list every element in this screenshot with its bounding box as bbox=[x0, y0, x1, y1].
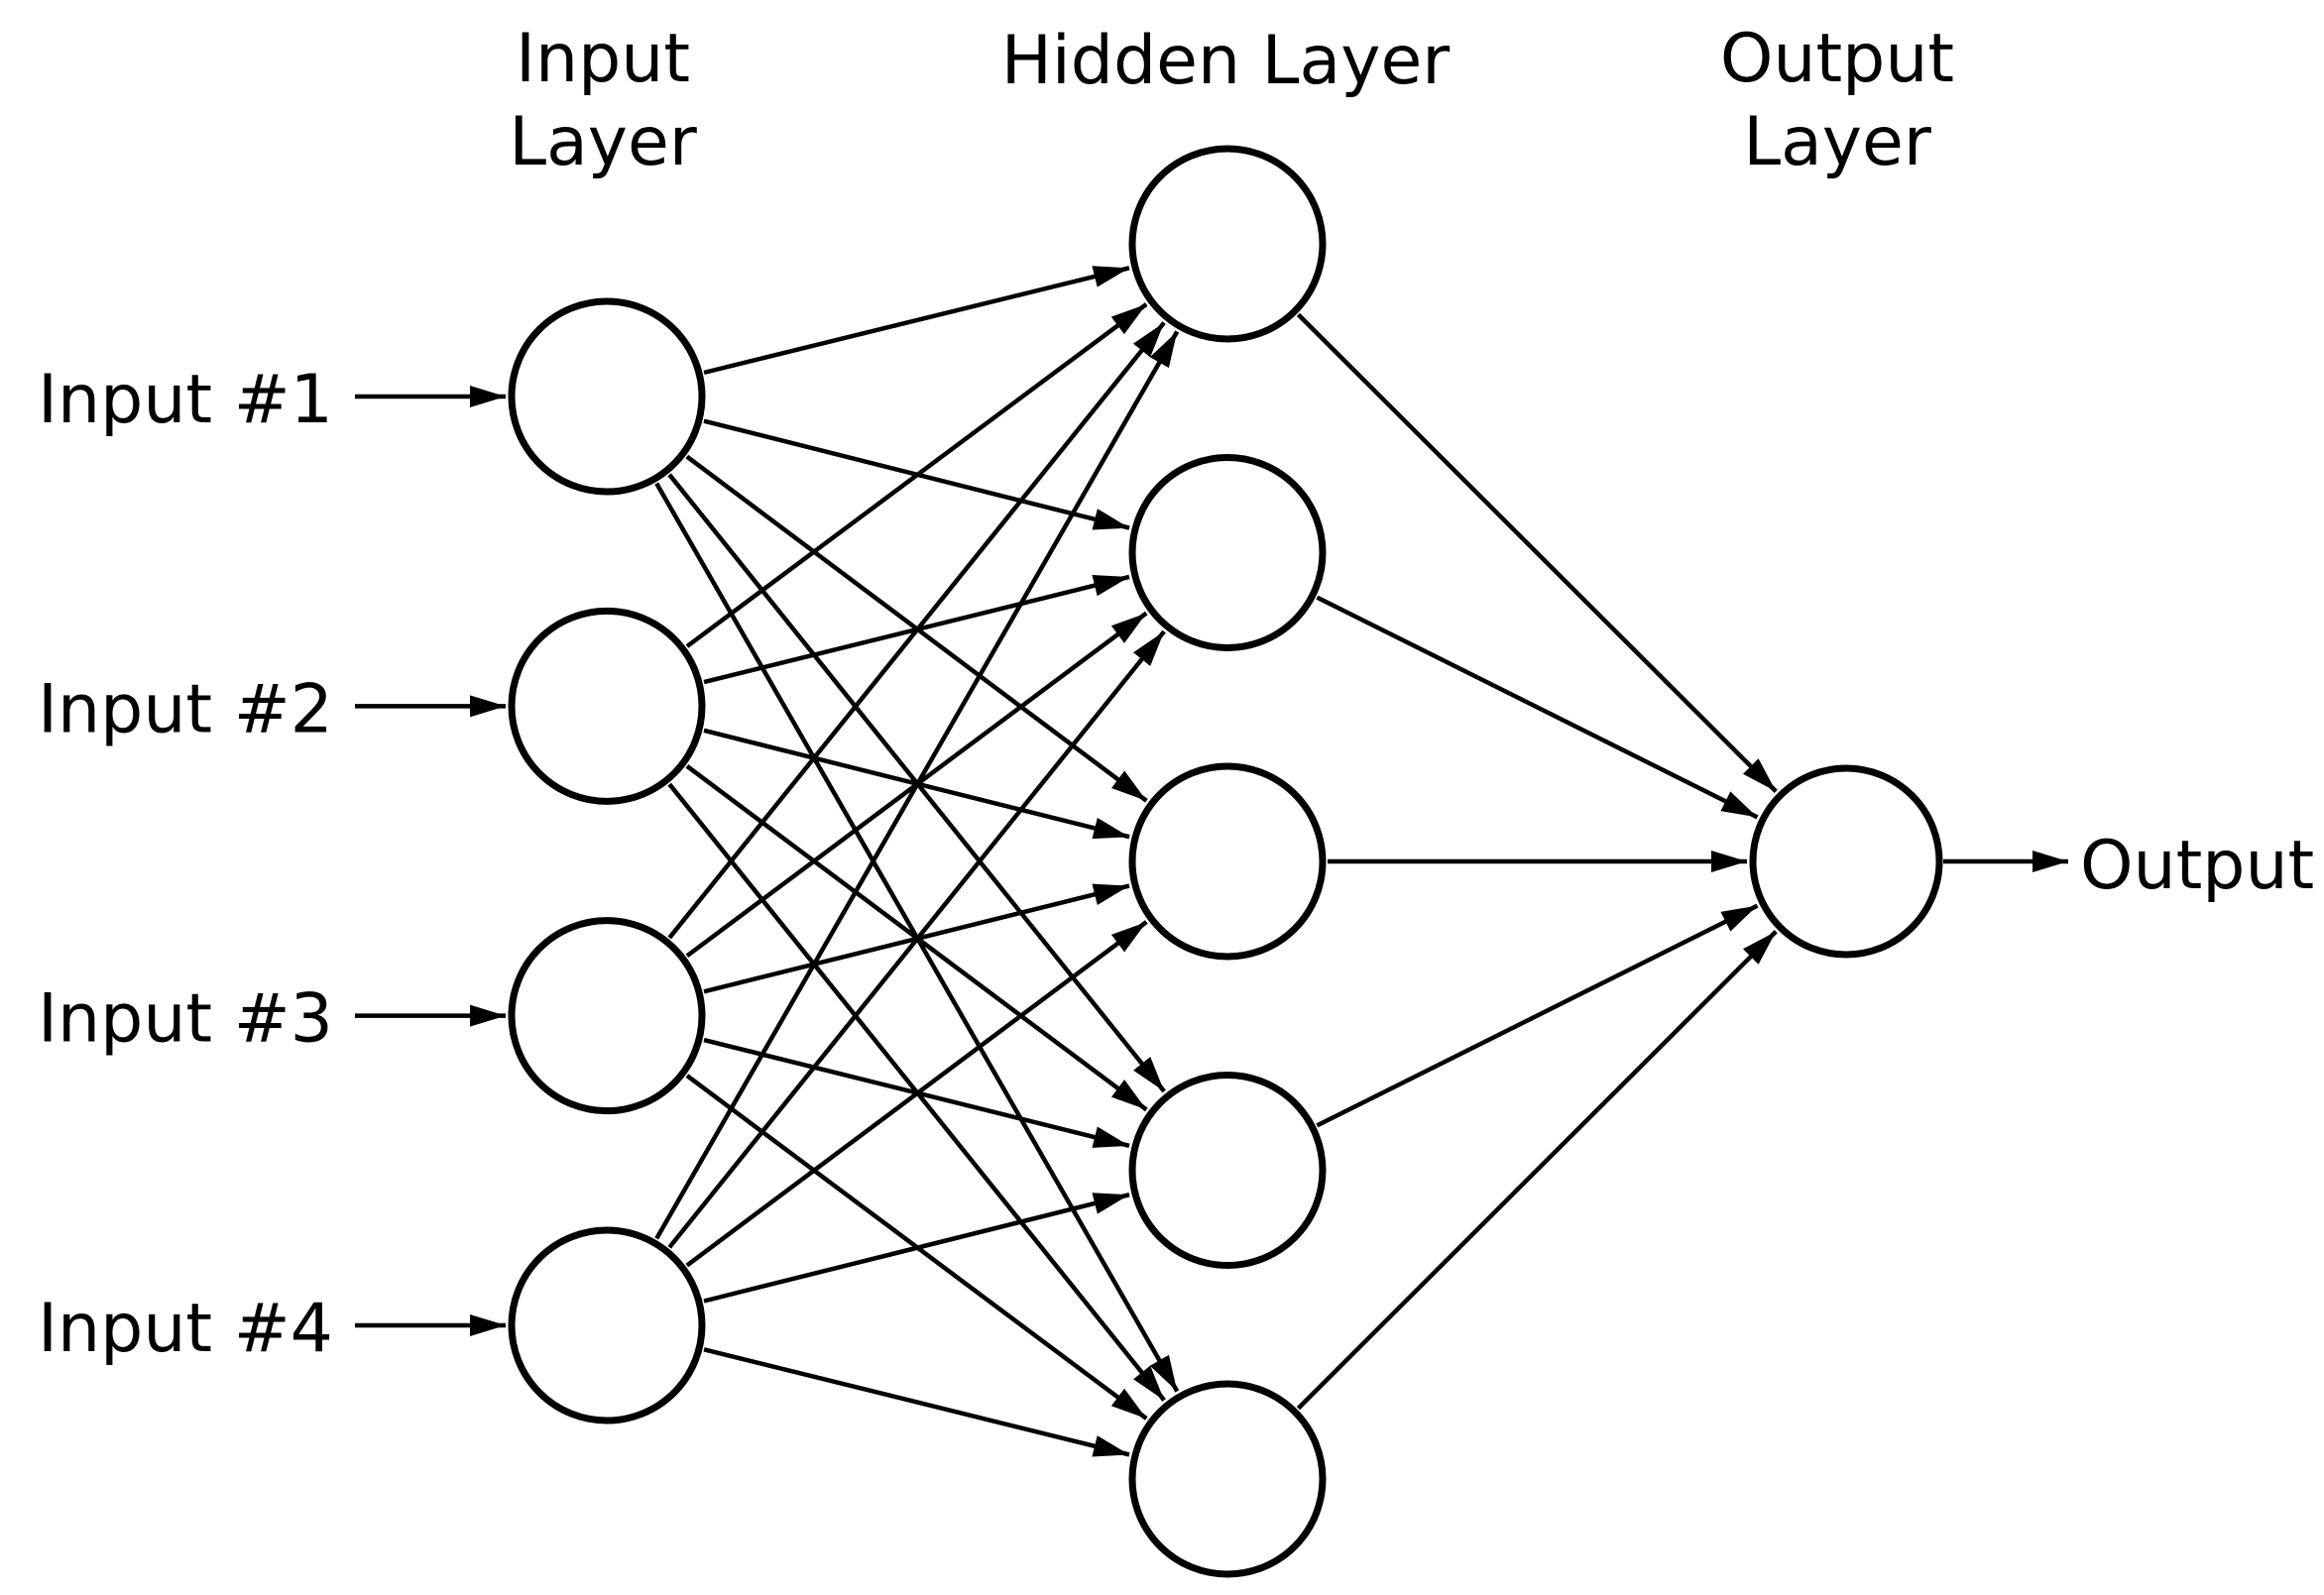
edge-input4-hidden2 bbox=[667, 629, 1166, 1249]
input-node-1 bbox=[508, 297, 706, 496]
hidden-node-5 bbox=[1128, 1380, 1327, 1578]
input-layer-title-line1: Input bbox=[516, 20, 690, 98]
hidden-node-2 bbox=[1128, 454, 1327, 651]
output-layer-title-line1: Output bbox=[1720, 20, 1954, 98]
input-layer-title-line2: Layer bbox=[509, 103, 697, 181]
hidden-node-1 bbox=[1128, 145, 1327, 343]
input-label-2: Input #2 bbox=[38, 670, 333, 748]
output-layer-title-line2: Layer bbox=[1743, 103, 1931, 181]
io-labels-layer: Output Input #1 Input #2 Input #3 Input #4 bbox=[38, 361, 2314, 1368]
titles-layer: Input Layer Hidden Layer Output Layer bbox=[509, 20, 1954, 181]
edge-hidden2-output bbox=[1316, 595, 1759, 820]
edge-hidden4-output bbox=[1316, 903, 1759, 1128]
edge-hidden1-output bbox=[1296, 312, 1778, 793]
edge-input4-hidden5 bbox=[703, 1347, 1130, 1457]
output-node bbox=[1749, 764, 1943, 959]
input-label-3: Input #3 bbox=[38, 980, 333, 1059]
input-node-3 bbox=[508, 917, 706, 1115]
edge-hidden5-output bbox=[1296, 930, 1778, 1411]
edges-layer bbox=[355, 266, 2068, 1457]
input-node-2 bbox=[508, 607, 706, 805]
input-label-1: Input #1 bbox=[38, 361, 333, 439]
edge-input4-hidden3 bbox=[685, 920, 1148, 1268]
nodes-layer bbox=[508, 145, 1943, 1578]
input-node-4 bbox=[508, 1226, 706, 1424]
hidden-node-4 bbox=[1128, 1072, 1327, 1269]
edge-input2-hidden1 bbox=[685, 302, 1148, 648]
hidden-layer-title: Hidden Layer bbox=[1001, 22, 1451, 100]
input-label-4: Input #4 bbox=[38, 1290, 333, 1368]
edge-input4-hidden1 bbox=[654, 330, 1180, 1240]
output-label: Output bbox=[2080, 827, 2314, 905]
edge-input4-hidden4 bbox=[703, 1193, 1130, 1304]
hidden-node-3 bbox=[1128, 762, 1327, 961]
edge-input1-hidden1 bbox=[703, 266, 1130, 376]
edge-input3-hidden1 bbox=[667, 321, 1166, 940]
